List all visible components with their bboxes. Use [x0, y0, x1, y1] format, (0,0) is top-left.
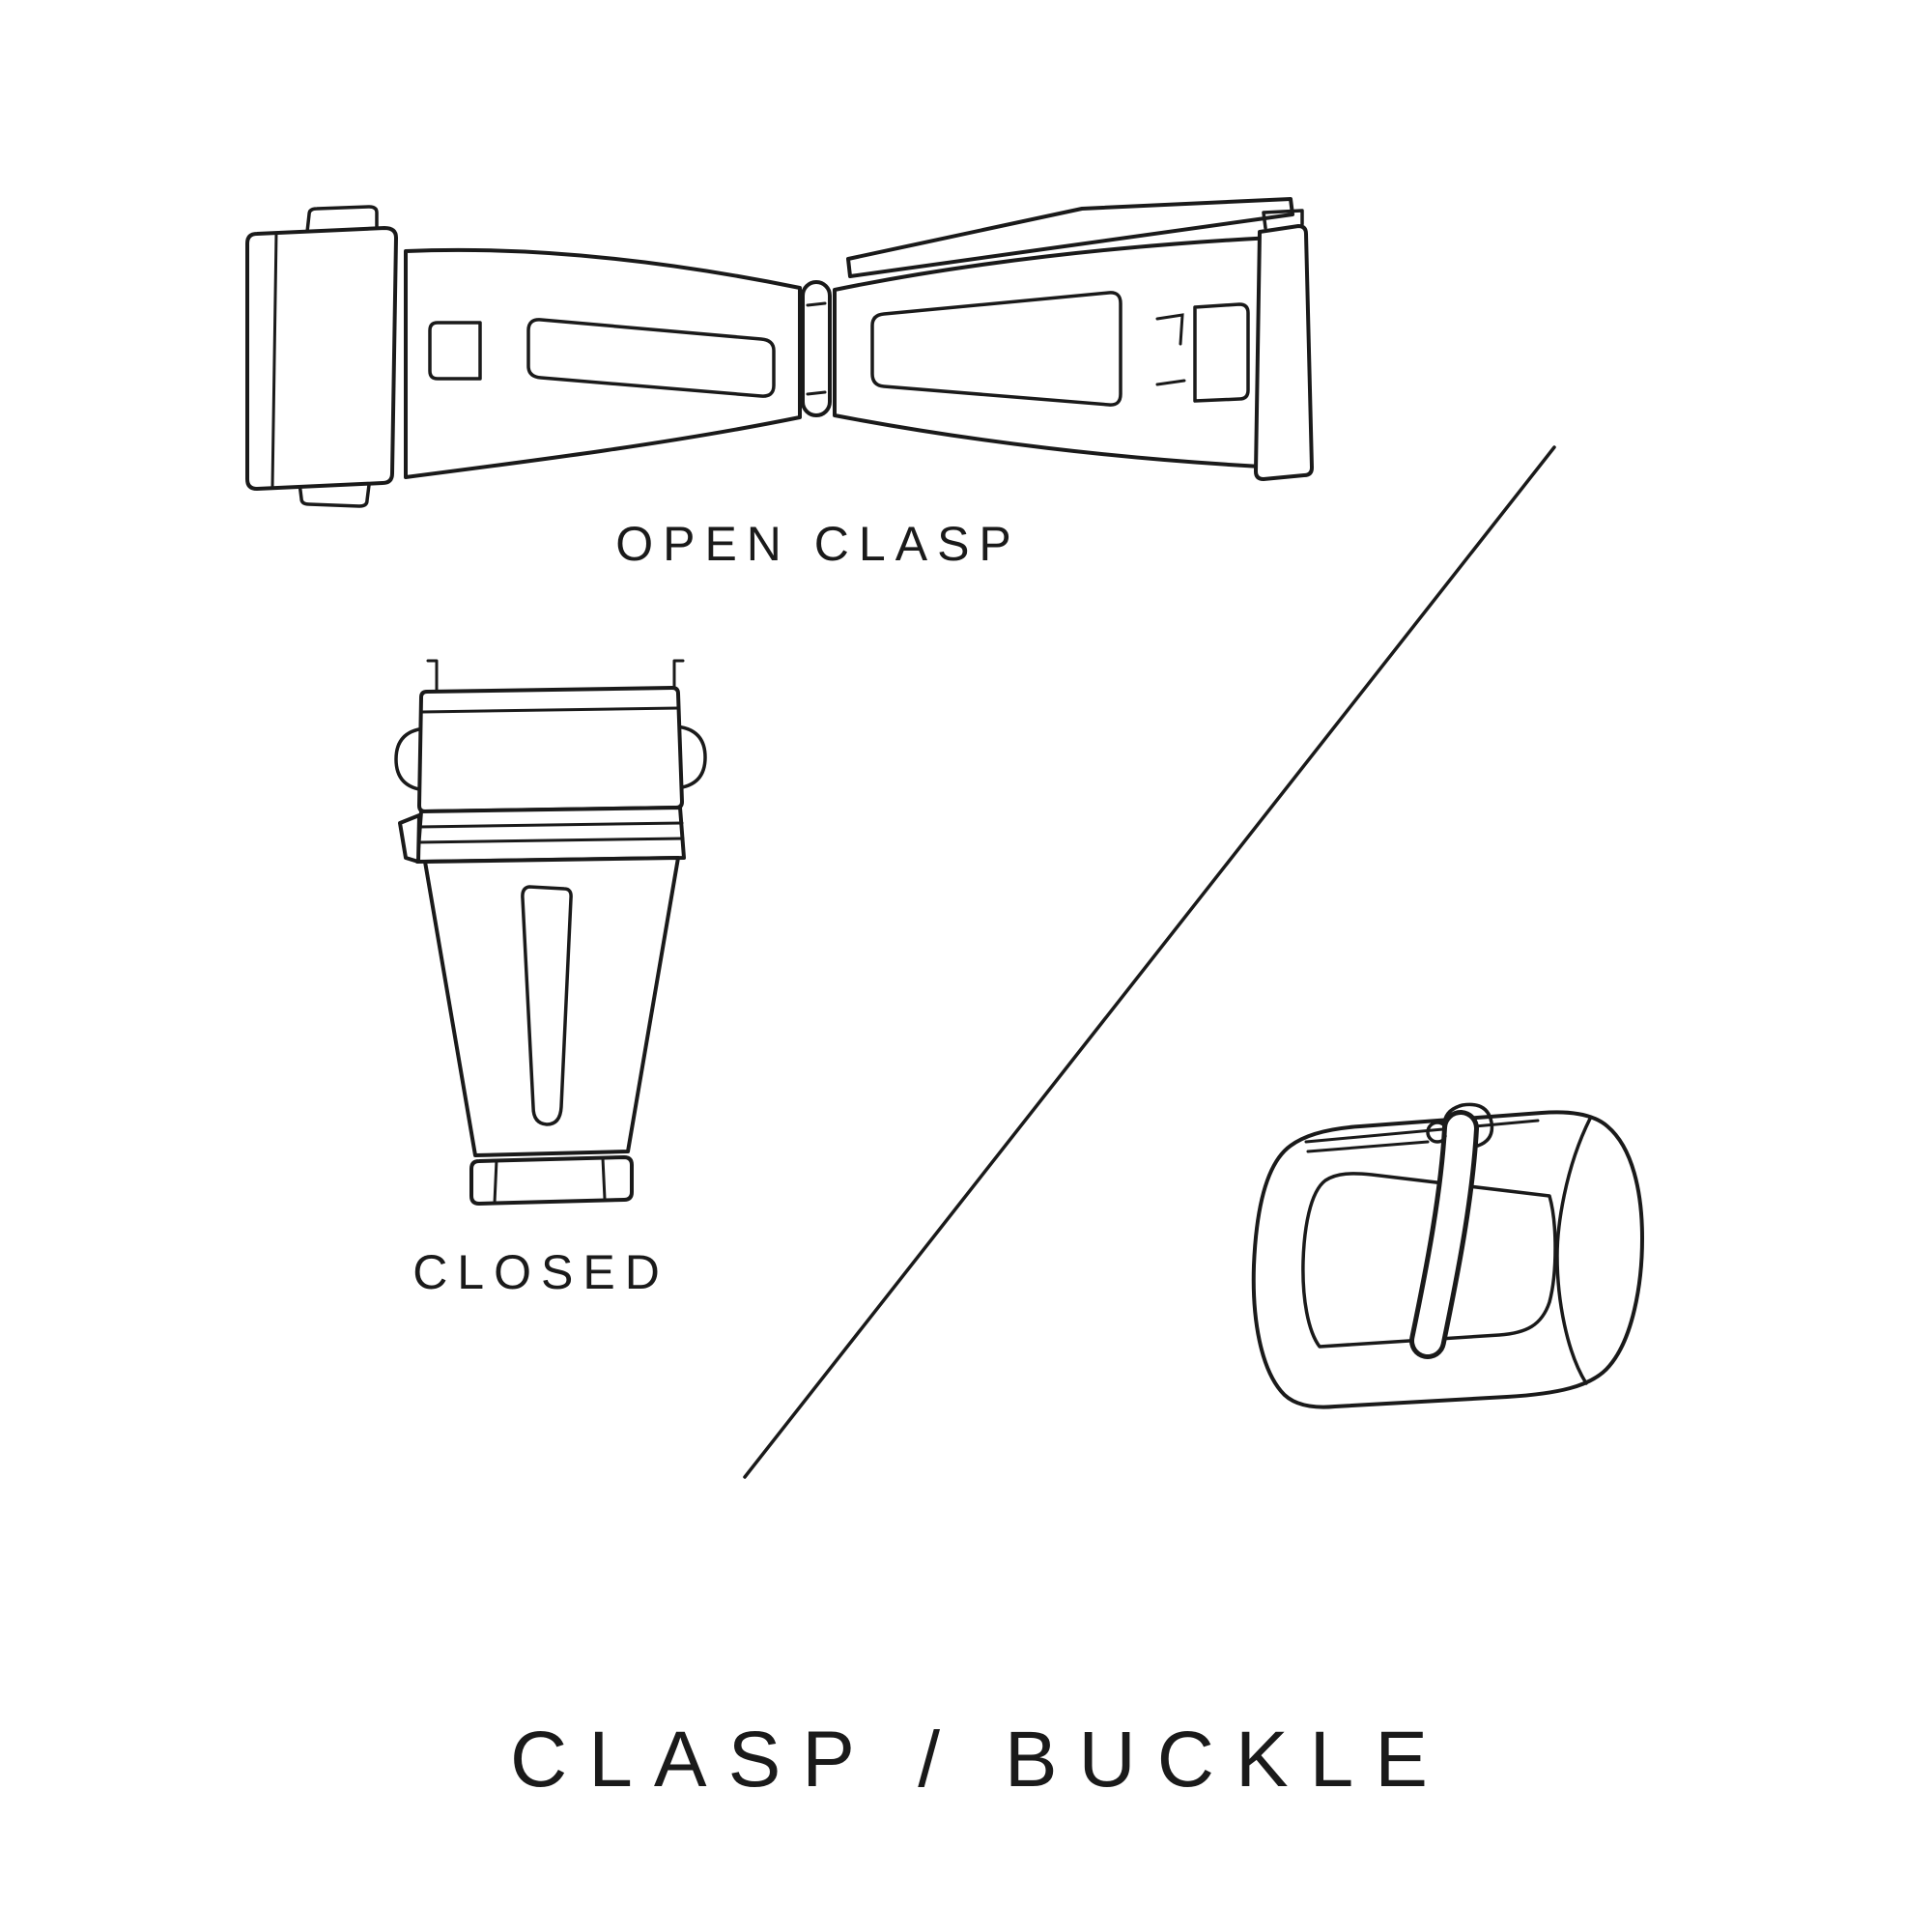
diagonal-divider-line — [743, 445, 1556, 1479]
buckle-icon — [1251, 1102, 1644, 1409]
closed-clasp-icon — [394, 659, 707, 1206]
diagram-title: CLASP / BUCKLE — [510, 1716, 1449, 1804]
closed-label: CLOSED — [412, 1245, 669, 1299]
open-clasp-icon — [245, 197, 1314, 508]
open-clasp-label: OPEN CLASP — [615, 517, 1021, 571]
